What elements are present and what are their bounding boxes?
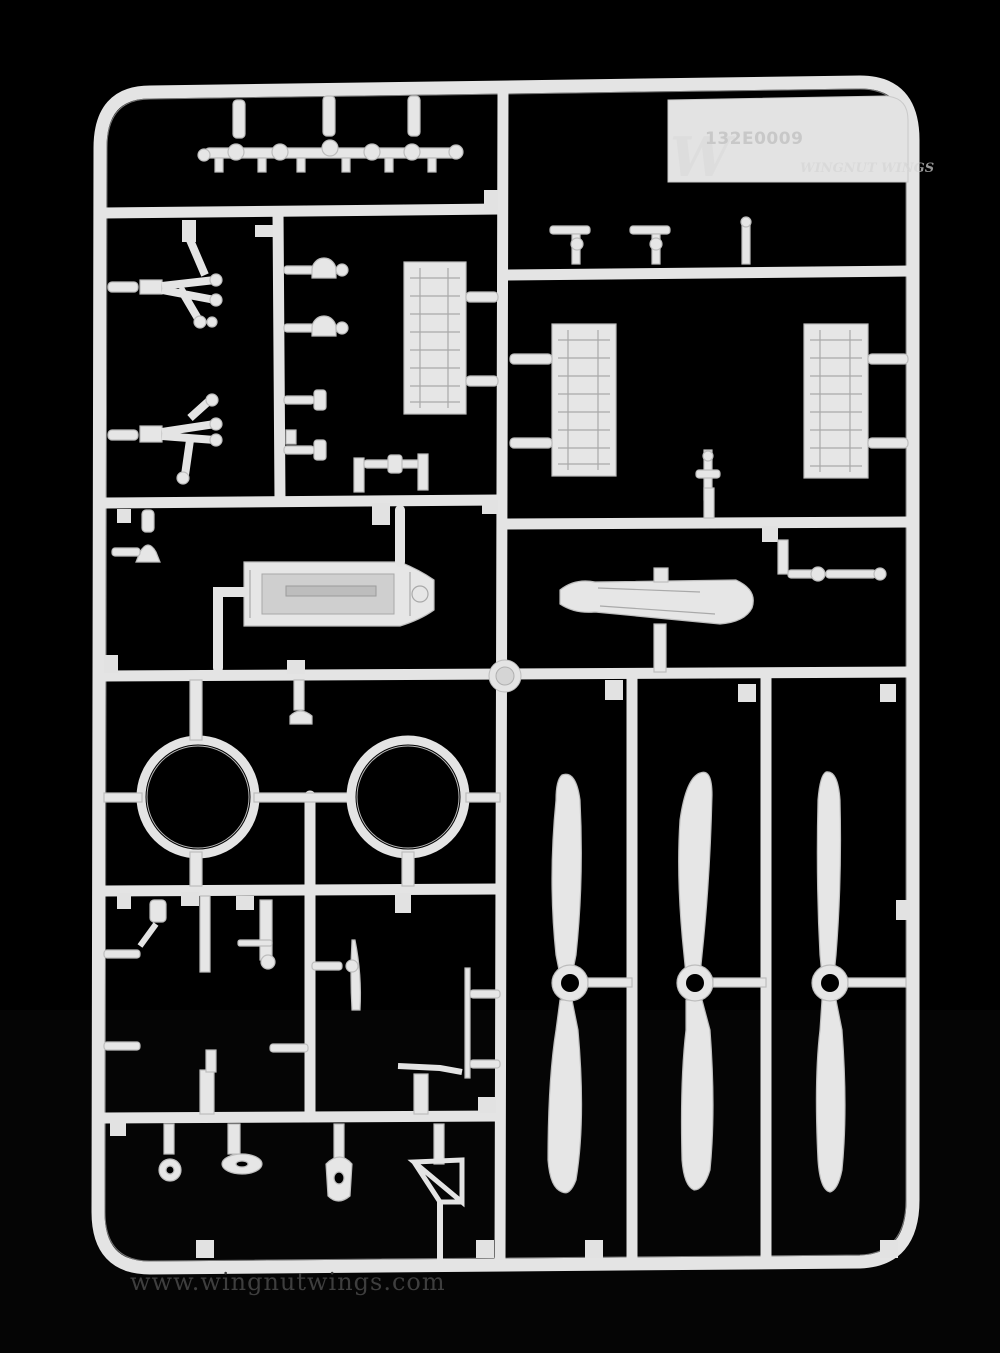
propeller-center [676,771,767,1191]
cylinder-bank-part-3 [803,323,909,479]
sprue-gates [104,190,910,1258]
spark-plug-part [695,449,721,519]
engine-cowl-ring-right [346,735,501,887]
brand-logo-relief: W [670,125,736,189]
exhaust-manifold-part-lower [107,393,223,485]
sprue-tag: W 132E0009 WINGNUT WINGS [667,95,934,189]
fuel-tank-part [559,567,754,673]
cylinder-bank-part-1 [403,261,499,415]
bottom-small-parts [158,1123,445,1202]
knob-part [777,539,887,582]
tripod-frame-part [407,1157,465,1262]
engine-cowl-ring-left [103,679,355,887]
propeller-right [811,771,907,1193]
small-fittings-column [283,257,349,461]
cylinder-bank-part-2 [509,323,617,477]
crankcase-part [213,505,435,673]
watermark-url: www.wingnutwings.com [130,1268,446,1296]
central-sprue-gate [488,659,522,693]
clip-part [289,679,313,725]
strut-rod-part [397,967,501,1115]
valve-part [353,453,429,493]
exhaust-manifold-part-upper [107,238,223,329]
sprue-part-code: 132E0009 [705,129,803,149]
small-parts-strip [197,95,464,173]
small-propeller-part [311,939,362,1011]
bell-part [111,509,161,563]
sprue-brand-logo: WINGNUT WINGS [800,161,934,176]
lever-parts-cluster [103,895,309,1115]
small-levers-row [549,216,752,265]
propeller-left [547,773,633,1194]
